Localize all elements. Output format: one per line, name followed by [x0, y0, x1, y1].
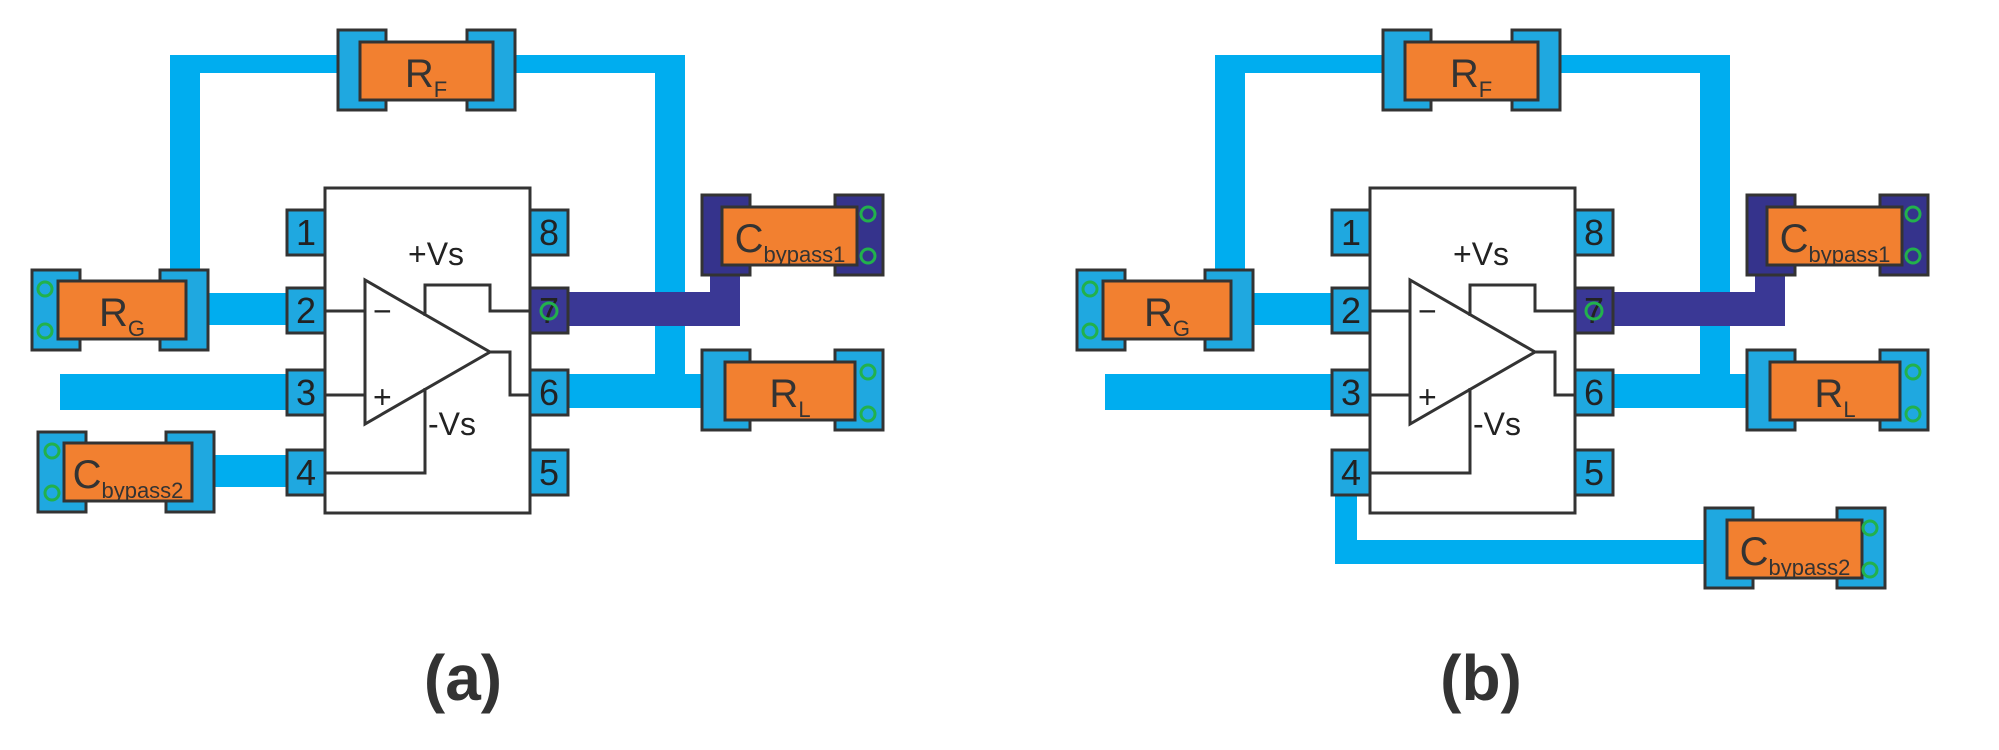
component-rg-a: RG [30, 268, 210, 352]
pin-7-label: 7 [539, 290, 559, 331]
pin-2-label: 2 [296, 290, 316, 331]
pin-3-pad [285, 368, 327, 417]
pin-4-label: 4 [296, 452, 316, 493]
trace-input-pin3 [60, 374, 300, 410]
opamp-symbol-b [1370, 277, 1575, 475]
rl-sub-b: L [1843, 397, 1855, 422]
trace-pin6-to-rl [555, 374, 715, 408]
panel-a: 1 2 3 4 8 7 6 5 − + +Vs -Vs RF [30, 28, 885, 714]
opamp-symbol-a [325, 277, 530, 475]
pin-8-pad [528, 208, 570, 257]
svg-text:RG: RG [1144, 291, 1190, 341]
pin-6-label: 6 [1584, 372, 1604, 413]
rl-label-a: R [769, 372, 798, 416]
svg-text:Cbypass2: Cbypass2 [1740, 530, 1851, 580]
rg-label-b: R [1144, 291, 1173, 335]
pin-1-label: 1 [296, 212, 316, 253]
cb1-label-b: C [1780, 217, 1809, 261]
supply-pos-label-b: +Vs [1453, 236, 1509, 272]
component-cbypass1-b: Cbypass1 [1745, 193, 1930, 277]
rf-label-a: R [405, 52, 434, 96]
ic-pins-b: 1 2 3 4 8 7 6 5 [1330, 208, 1615, 497]
pin-4-label: 4 [1341, 452, 1361, 493]
pin-2-label: 2 [1341, 290, 1361, 331]
rf-sub-a: F [434, 77, 447, 102]
opamp-plus-sign-b: + [1418, 379, 1437, 415]
trace-cb2-to-pin4 [200, 455, 300, 487]
cb1-sub-a: bypass1 [763, 242, 845, 267]
pin-5-pad [1573, 448, 1615, 497]
svg-text:Cbypass2: Cbypass2 [73, 453, 184, 503]
pin-1-pad [285, 208, 327, 257]
pin-1-label: 1 [1341, 212, 1361, 253]
trace-rg-riser [1215, 55, 1245, 275]
component-rl-a: RL [700, 348, 885, 432]
pin-2-pad [1330, 286, 1372, 335]
component-rg-b: RG [1075, 268, 1255, 352]
cb2-sub-b: bypass2 [1768, 555, 1850, 580]
supply-pos-label-a: +Vs [408, 236, 464, 272]
rf-label-b: R [1450, 52, 1479, 96]
svg-text:RF: RF [405, 52, 447, 102]
pin-4-pad [285, 448, 327, 497]
opamp-minus-sign-b: − [1418, 293, 1437, 329]
pin-6-pad [1573, 368, 1615, 417]
component-rl-b: RL [1745, 348, 1930, 432]
pin-3-label: 3 [1341, 372, 1361, 413]
via-pin7-a [539, 301, 559, 321]
pin-3-label: 3 [296, 372, 316, 413]
trace-input-pin3 [1105, 374, 1345, 410]
traces-a [60, 55, 715, 487]
rg-sub-a: G [128, 316, 145, 341]
trace-rf-output-drop [1700, 55, 1730, 385]
trace-pin4-to-cb2 [1335, 540, 1760, 564]
rg-sub-b: G [1173, 316, 1190, 341]
trace-rf-output-drop [655, 55, 685, 385]
component-cbypass2-a: Cbypass2 [36, 430, 216, 514]
pin-8-pad [1573, 208, 1615, 257]
pin-3-pad [1330, 368, 1372, 417]
svg-text:Cbypass1: Cbypass1 [1780, 217, 1891, 267]
cb1-label-a: C [735, 217, 764, 261]
pin-7-pad [528, 286, 570, 335]
trace-rg-riser [170, 55, 200, 275]
rl-sub-a: L [798, 397, 810, 422]
pin-5-label: 5 [539, 452, 559, 493]
cb2-label-b: C [1740, 530, 1769, 574]
pin-1-pad [1330, 208, 1372, 257]
cb2-label-a: C [73, 453, 102, 497]
pin-5-label: 5 [1584, 452, 1604, 493]
pin-6-pad [528, 368, 570, 417]
svg-text:RL: RL [769, 372, 810, 422]
component-rf-b: RF [1381, 28, 1562, 112]
component-cbypass2-b: Cbypass2 [1703, 506, 1887, 590]
opamp-plus-sign-a: + [373, 379, 392, 415]
rl-label-b: R [1814, 372, 1843, 416]
traces-b [1105, 55, 1760, 564]
opamp-minus-sign-a: − [373, 293, 392, 329]
pin-7-label: 7 [1584, 290, 1604, 331]
rf-sub-b: F [1479, 77, 1492, 102]
svg-text:RF: RF [1450, 52, 1492, 102]
cb2-sub-a: bypass2 [101, 478, 183, 503]
trace-pin6-to-rl [1600, 374, 1760, 408]
cb1-sub-b: bypass1 [1808, 242, 1890, 267]
component-rf-a: RF [336, 28, 517, 112]
pin-5-pad [528, 448, 570, 497]
caption-b: (b) [1440, 642, 1522, 714]
pin-8-label: 8 [1584, 212, 1604, 253]
pin-8-label: 8 [539, 212, 559, 253]
panel-b: 1 2 3 4 8 7 6 5 − + +Vs -Vs RF [1075, 28, 1930, 714]
component-cbypass1-a: Cbypass1 [700, 193, 885, 277]
caption-a: (a) [424, 642, 502, 714]
via-pin7-b [1584, 301, 1604, 321]
svg-text:RL: RL [1814, 372, 1855, 422]
supply-neg-label-b: -Vs [1473, 406, 1521, 442]
supply-neg-label-a: -Vs [428, 406, 476, 442]
svg-text:Cbypass1: Cbypass1 [735, 217, 846, 267]
rg-label-a: R [99, 291, 128, 335]
pin-6-label: 6 [539, 372, 559, 413]
svg-text:RG: RG [99, 291, 145, 341]
